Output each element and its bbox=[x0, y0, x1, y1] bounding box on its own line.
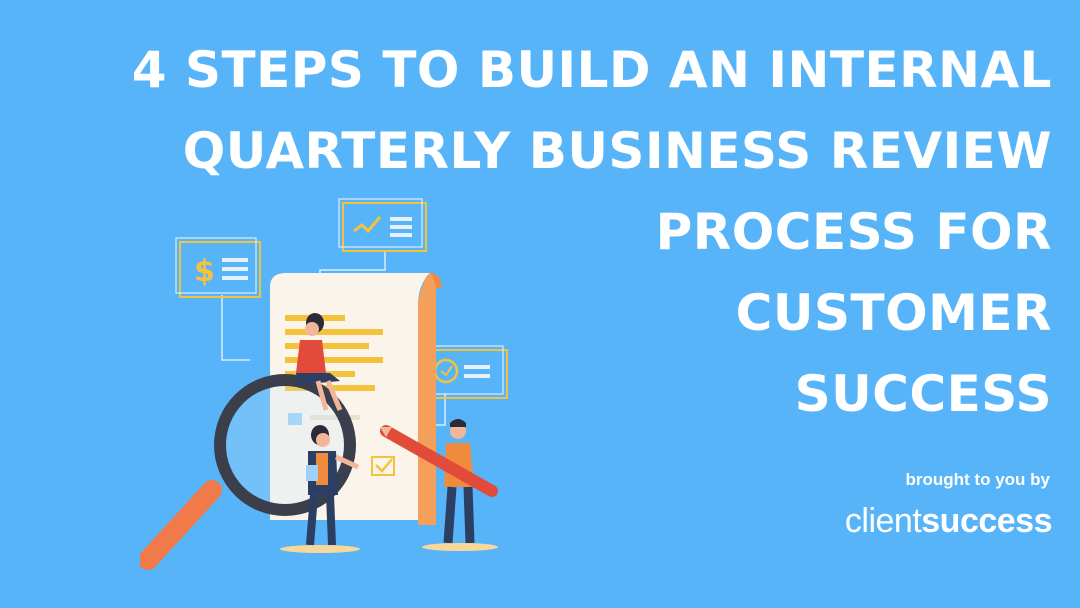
headline: 4 STEPS TO BUILD AN INTERNAL QUARTERLY B… bbox=[132, 30, 1052, 435]
headline-line-3: PROCESS FOR bbox=[655, 203, 1052, 261]
woman-standing bbox=[280, 425, 360, 553]
man-with-pencil bbox=[380, 419, 498, 551]
illustration: $ bbox=[140, 198, 508, 570]
brand-logo-light: client bbox=[844, 502, 922, 540]
woman-sitting bbox=[296, 313, 343, 411]
headline-line-1: 4 STEPS TO BUILD AN INTERNAL bbox=[131, 41, 1052, 99]
clock-card-icon bbox=[422, 345, 508, 399]
brand-logo-bold: success bbox=[921, 502, 1052, 540]
dollar-card-symbol: $ bbox=[194, 254, 215, 289]
headline-line-2: QUARTERLY BUSINESS REVIEW bbox=[182, 122, 1052, 180]
trend-card-icon bbox=[338, 198, 427, 252]
dollar-card-icon: $ bbox=[175, 237, 261, 298]
headline-line-5: SUCCESS bbox=[794, 365, 1052, 423]
headline-line-4: CUSTOMER bbox=[735, 284, 1052, 342]
brand-logo: clientsuccess bbox=[844, 502, 1053, 541]
byline: brought to you by bbox=[905, 470, 1050, 489]
